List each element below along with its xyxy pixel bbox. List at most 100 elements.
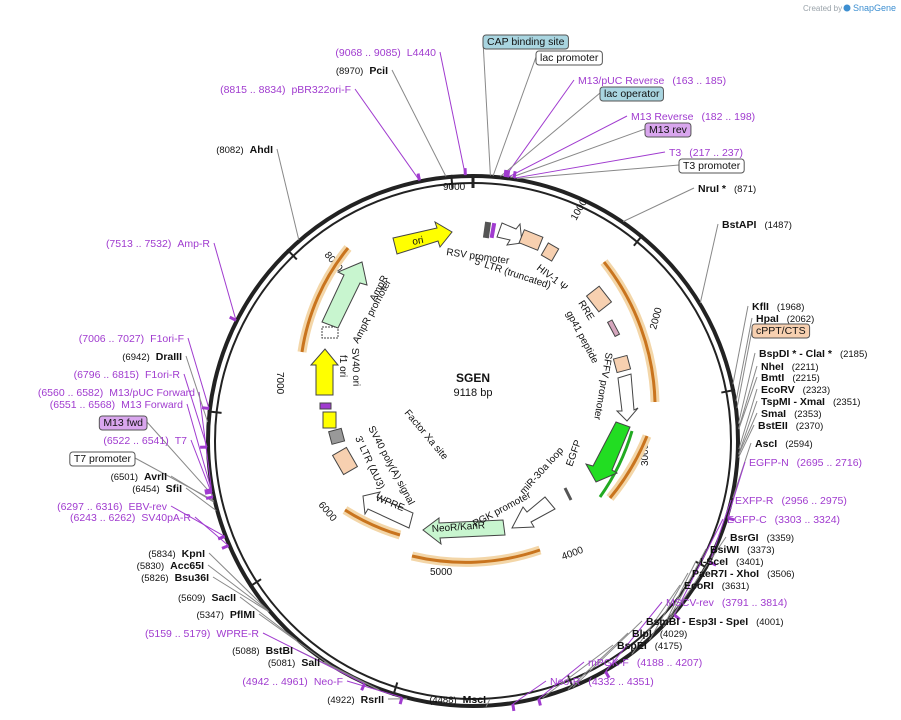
leader-line — [194, 516, 229, 546]
outer-feature-layer — [297, 245, 660, 567]
map-label-name: T3 promoter — [683, 160, 741, 172]
leader-line — [504, 79, 575, 178]
map-label-name: Neo-F — [314, 676, 343, 688]
tick-label: 3000 — [640, 443, 651, 466]
ori-arrow — [392, 220, 453, 255]
leader-line — [735, 317, 753, 402]
map-label-range: (3359) — [767, 533, 794, 544]
primer-marker — [673, 613, 681, 621]
map-label-range: (3373) — [747, 545, 774, 556]
map-label: KpnI(5834) — [148, 548, 205, 560]
tick-label: 9000 — [443, 182, 466, 193]
feature-label-sv40-ori: SV40 ori — [349, 348, 361, 387]
map-label: BmtI(2215) — [761, 372, 820, 384]
map-label-name: T7 — [175, 435, 187, 447]
map-label-range: (2370) — [796, 421, 823, 432]
map-label-range: (3401) — [736, 557, 763, 568]
map-label-name: EBV-rev — [128, 501, 167, 513]
tick-mark — [633, 234, 644, 247]
leader-line — [709, 499, 732, 563]
map-label: RsrII(4922) — [327, 694, 384, 706]
map-label-range: (3506) — [767, 569, 794, 580]
map-label-name: EGFP-N — [749, 457, 789, 469]
f1-ori-arrow — [309, 348, 340, 396]
map-label-range: (4922) — [327, 695, 354, 706]
map-label: MscI(4488) — [429, 694, 486, 706]
map-label: T7 promoter — [69, 451, 136, 467]
leader-line — [354, 88, 420, 181]
map-label-name: PaeR7I - XhoI — [692, 568, 759, 580]
map-label-range: (5609) — [178, 593, 205, 604]
map-label: EcoRI(3631) — [684, 580, 749, 592]
credit: Created by SnapGene — [803, 3, 896, 13]
map-label: M13 Reverse(182 .. 198) — [631, 111, 755, 123]
map-label-range: (2695 .. 2716) — [797, 457, 862, 469]
leader-line — [738, 365, 758, 429]
map-label-range: (6454) — [132, 484, 159, 495]
map-label: T7 (6522 .. 6541) — [103, 435, 187, 447]
credit-prefix: Created by — [803, 4, 842, 13]
map-label-range: (1968) — [777, 302, 804, 313]
primer-marker — [709, 560, 717, 567]
map-label-range: (8082) — [216, 145, 243, 156]
primer-marker — [512, 171, 517, 179]
leader-line — [513, 151, 666, 179]
map-label-range: (6297 .. 6316) — [57, 501, 122, 513]
map-label-range: (6243 .. 6262) — [70, 512, 135, 524]
map-label-name: EXFP-R — [735, 495, 774, 507]
map-label-name: BmtI — [761, 372, 784, 384]
map-label: M13/pUC Forward(6560 .. 6582) — [38, 387, 195, 399]
map-label-range: (2594) — [785, 439, 812, 450]
tick-mark — [207, 410, 222, 414]
map-label: BsmBI - Esp3I - SpeI(4001) — [646, 616, 784, 628]
map-label: Amp-R(7513 .. 7532) — [106, 238, 210, 250]
map-label-name: T3 — [669, 147, 681, 159]
plasmid-size: 9118 bp — [454, 387, 493, 399]
tick-label: 2000 — [648, 306, 664, 331]
map-label-range: (6560 .. 6582) — [38, 387, 103, 399]
map-label-range: (5830) — [137, 561, 164, 572]
sv40-ori-block — [322, 411, 337, 429]
tick-mark — [248, 578, 262, 588]
feature-label-neor: NeoR/KanR — [431, 520, 485, 535]
map-label-name: NheI — [761, 361, 784, 373]
map-label-name: PflMI — [230, 609, 255, 621]
leader-line — [673, 518, 724, 616]
feature-label-ori: ori — [411, 235, 424, 248]
neor-arrow — [422, 517, 506, 546]
map-label: PciI(8970) — [336, 65, 388, 77]
sffv-promoter-arrow — [615, 373, 639, 422]
map-label-range: (6796 .. 6815) — [74, 369, 139, 381]
map-label-name: T7 promoter — [74, 453, 132, 465]
map-label-range: (4488) — [429, 695, 456, 706]
leader-line — [631, 584, 681, 655]
leader-line — [738, 412, 758, 455]
map-label-range: (8970) — [336, 66, 363, 77]
map-label: HpaI(2062) — [756, 313, 814, 325]
map-label-name: lac operator — [604, 88, 660, 100]
map-label: mPGK-F(4188 .. 4207) — [588, 657, 702, 669]
primer-marker — [360, 683, 366, 691]
map-label-range: (5081) — [268, 658, 295, 669]
map-label: KflI(1968) — [752, 301, 804, 313]
map-label-range: (2185) — [840, 349, 867, 360]
leader-line — [737, 352, 756, 424]
leader-line — [738, 424, 755, 458]
orange-feature-arrow — [344, 508, 401, 537]
map-label-name: M13 rev — [649, 124, 688, 136]
map-label-name: SacII — [211, 592, 236, 604]
map-label: lac operator — [599, 86, 664, 102]
map-label-name: EGFP-C — [727, 514, 767, 526]
leader-line — [738, 376, 758, 430]
leader-line — [507, 115, 628, 178]
map-label-name: M13 Forward — [121, 399, 183, 411]
leader-line — [239, 596, 298, 641]
leader-line — [492, 56, 537, 176]
map-label-name: BstEII — [758, 420, 788, 432]
map-label-range: (6522 .. 6541) — [103, 435, 168, 447]
map-label: AhdI(8082) — [216, 144, 273, 156]
map-label: F1ori-R(6796 .. 6815) — [74, 369, 181, 381]
leader-line — [207, 564, 269, 612]
tick-label: 5000 — [430, 567, 453, 578]
primer-marker — [201, 406, 210, 411]
